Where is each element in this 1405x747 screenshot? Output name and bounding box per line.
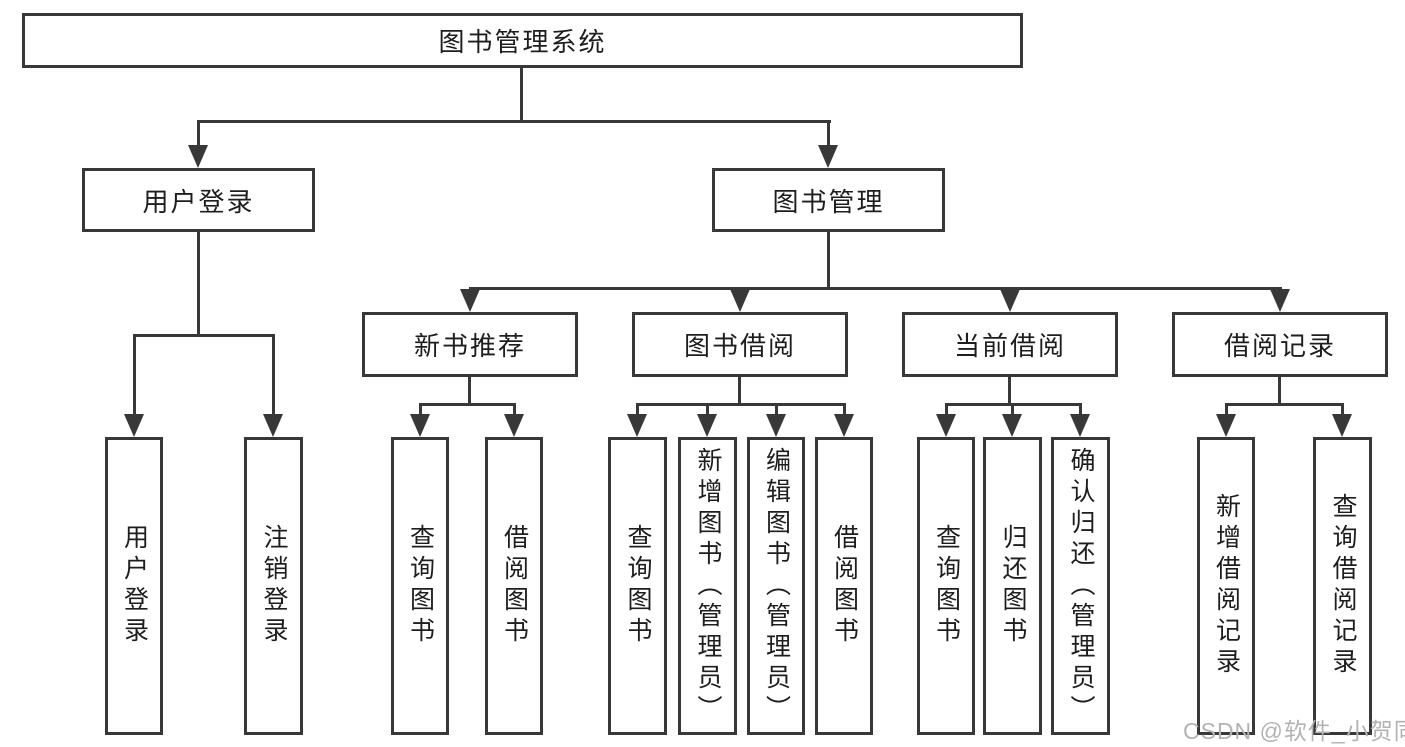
arrowhead-br-add: [1216, 414, 1236, 437]
connector-br-add-stub: [1225, 403, 1228, 421]
leaf-bb-edit-books: 编辑图书（管理员）: [747, 437, 805, 735]
arrowhead-cb-query: [936, 414, 956, 437]
node-root-label: 图书管理系统: [438, 27, 607, 57]
node-new-books: 新书推荐: [362, 312, 578, 377]
connector-new-books-stem: [468, 374, 471, 406]
connector-user-login-stem: [197, 232, 200, 337]
arrowhead-book-borrow: [730, 289, 750, 312]
connector-borrow-records-rail: [1225, 403, 1344, 406]
leaf-nb-borrow-books-label: 借阅图书: [500, 524, 529, 648]
leaf-bb-add-books-label: 新增图书（管理员）: [694, 446, 722, 726]
connector-bb-query-stub: [636, 403, 639, 421]
node-borrow-records: 借阅记录: [1172, 312, 1388, 377]
connector-level1-rail: [197, 120, 831, 123]
watermark: CSDN @软件_小贺同学: [1183, 718, 1405, 744]
arrowhead-bb-query: [627, 414, 647, 437]
leaf-nb-query-books-label: 查询图书: [406, 524, 435, 648]
arrowhead-nb-borrow: [504, 414, 524, 437]
leaf-logout: 注销登录: [244, 437, 303, 735]
arrowhead-bb-borrow: [834, 414, 854, 437]
node-book-borrow-label: 图书借阅: [683, 331, 796, 361]
leaf-br-query-record: 查询借阅记录: [1313, 437, 1372, 735]
connector-br-query-stub: [1341, 403, 1344, 421]
connector-bb-add-stub: [706, 403, 709, 421]
leaf-br-add-record: 新增借阅记录: [1197, 437, 1255, 735]
leaf-cb-return-books-label: 归还图书: [999, 524, 1027, 648]
leaf-cb-confirm-return-label: 确认归还（管理员）: [1067, 446, 1095, 726]
arrowhead-user-login: [188, 145, 208, 168]
node-user-login: 用户登录: [82, 168, 315, 232]
connector-cb-confirm-stub: [1079, 403, 1082, 421]
leaf-cb-confirm-return: 确认归还（管理员）: [1051, 437, 1110, 735]
connector-to-leaf-logout: [272, 334, 275, 419]
arrowhead-nb-query: [410, 414, 430, 437]
node-book-mgmt: 图书管理: [712, 168, 945, 232]
arrowhead-leaf-logout: [263, 414, 283, 437]
connector-to-user-login: [197, 120, 200, 148]
node-book-borrow: 图书借阅: [632, 312, 848, 377]
leaf-nb-query-books: 查询图书: [391, 437, 449, 735]
node-current-borrow: 当前借阅: [902, 312, 1118, 377]
connector-nb-query-stub: [419, 403, 422, 421]
leaf-user-login-label: 用户登录: [120, 524, 149, 648]
connector-bb-borrow-stub: [843, 403, 846, 421]
leaf-bb-borrow-books-label: 借阅图书: [830, 524, 859, 648]
arrowhead-leaf-login: [124, 414, 144, 437]
arrowhead-cb-confirm: [1070, 414, 1090, 437]
node-book-mgmt-label: 图书管理: [772, 186, 885, 217]
arrowhead-bb-edit: [766, 414, 786, 437]
node-borrow-records-label: 借阅记录: [1223, 331, 1336, 361]
leaf-bb-add-books: 新增图书（管理员）: [678, 437, 737, 735]
node-new-books-label: 新书推荐: [413, 331, 526, 361]
connector-level2-rail: [469, 287, 1282, 290]
arrowhead-br-query: [1332, 414, 1352, 437]
connector-user-login-rail: [133, 334, 275, 337]
leaf-nb-borrow-books: 借阅图书: [485, 437, 543, 735]
connector-book-mgmt-stem: [827, 232, 830, 290]
connector-to-leaf-login: [133, 334, 136, 419]
leaf-cb-query-books: 查询图书: [917, 437, 975, 735]
node-root: 图书管理系统: [22, 13, 1023, 68]
leaf-bb-query-books: 查询图书: [608, 437, 667, 735]
connector-current-borrow-stem: [1008, 374, 1011, 406]
arrowhead-book-mgmt: [818, 145, 838, 168]
node-user-login-label: 用户登录: [142, 186, 255, 217]
connector-borrow-records-stem: [1278, 374, 1281, 406]
arrowhead-new-books: [460, 289, 480, 312]
connector-cb-query-stub: [945, 403, 948, 421]
connector-book-borrow-rail: [636, 403, 846, 406]
connector-bb-edit-stub: [775, 403, 778, 421]
connector-to-book-mgmt: [827, 120, 830, 148]
arrowhead-bb-add: [697, 414, 717, 437]
connector-book-borrow-stem: [738, 374, 741, 406]
leaf-br-add-record-label: 新增借阅记录: [1212, 493, 1241, 679]
connector-new-books-rail: [419, 403, 516, 406]
connector-root-stem: [520, 68, 523, 123]
arrowhead-current-borrow: [1000, 289, 1020, 312]
arrowhead-borrow-records: [1270, 289, 1290, 312]
leaf-cb-return-books: 归还图书: [983, 437, 1042, 735]
leaf-logout-label: 注销登录: [260, 524, 288, 648]
leaf-bb-borrow-books: 借阅图书: [815, 437, 873, 735]
leaf-bb-edit-books-label: 编辑图书（管理员）: [762, 446, 791, 726]
leaf-cb-query-books-label: 查询图书: [932, 524, 961, 648]
node-current-borrow-label: 当前借阅: [953, 331, 1066, 361]
connector-cb-return-stub: [1011, 403, 1014, 421]
leaf-bb-query-books-label: 查询图书: [624, 524, 652, 648]
leaf-user-login: 用户登录: [105, 437, 163, 735]
arrowhead-cb-return: [1002, 414, 1022, 437]
connector-nb-borrow-stub: [513, 403, 516, 421]
leaf-br-query-record-label: 查询借阅记录: [1329, 493, 1357, 679]
